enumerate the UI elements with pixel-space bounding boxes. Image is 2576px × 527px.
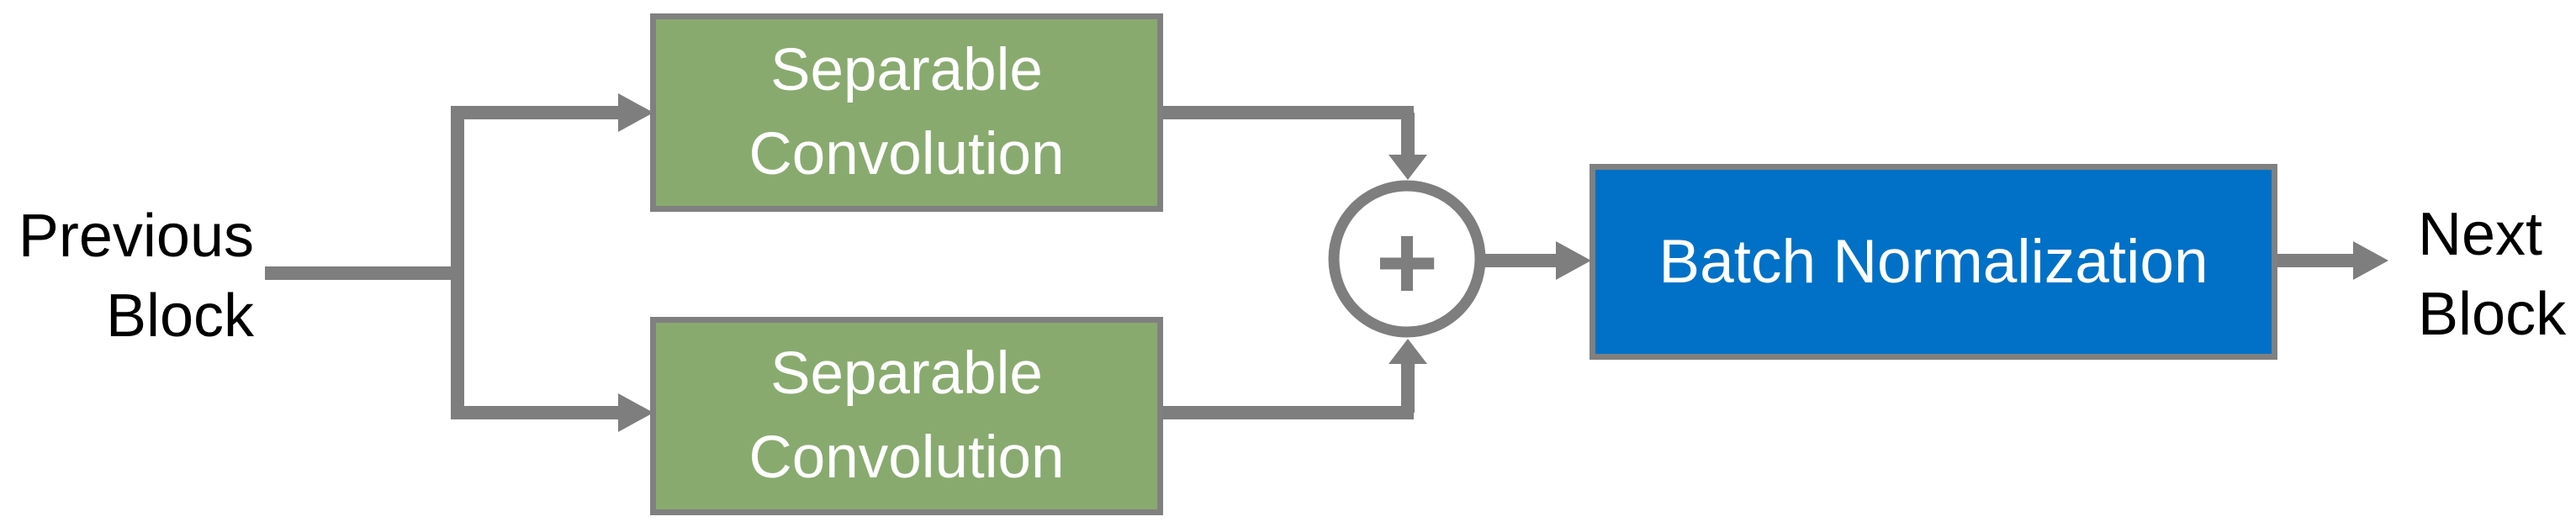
add-node-circle (1328, 180, 1486, 338)
arrowhead-into-next-icon (2353, 241, 2388, 280)
previous-block-label-line2: Block (105, 282, 254, 350)
previous-block-label-line1: Previous (18, 203, 254, 270)
separable-bottom-label-line2: Convolution (748, 424, 1065, 491)
previous-block-label: Previous Block (19, 197, 254, 356)
next-block-label-line1: Next (2418, 201, 2543, 268)
arrowhead-into-bn-icon (1556, 241, 1591, 280)
arrowhead-into-top-conv-icon (618, 93, 653, 132)
arrowhead-into-bottom-conv-icon (618, 393, 653, 432)
next-block-label: Next Block (2418, 195, 2566, 355)
next-block-label-line2: Block (2418, 281, 2567, 348)
arrowhead-down-into-add-icon (1389, 155, 1427, 180)
batch-normalization-label: Batch Normalization (1658, 227, 2208, 296)
separable-top-label-line1: Separable (770, 37, 1043, 103)
arrowhead-up-into-add-icon (1389, 339, 1427, 364)
separable-convolution-bottom-box: Separable Convolution (650, 317, 1163, 515)
batch-normalization-box: Batch Normalization (1590, 164, 2277, 360)
plus-icon: + (1375, 203, 1439, 323)
separable-convolution-top-box: Separable Convolution (650, 13, 1163, 212)
separable-bottom-label-line1: Separable (770, 340, 1043, 407)
separable-top-label-line2: Convolution (748, 121, 1065, 187)
